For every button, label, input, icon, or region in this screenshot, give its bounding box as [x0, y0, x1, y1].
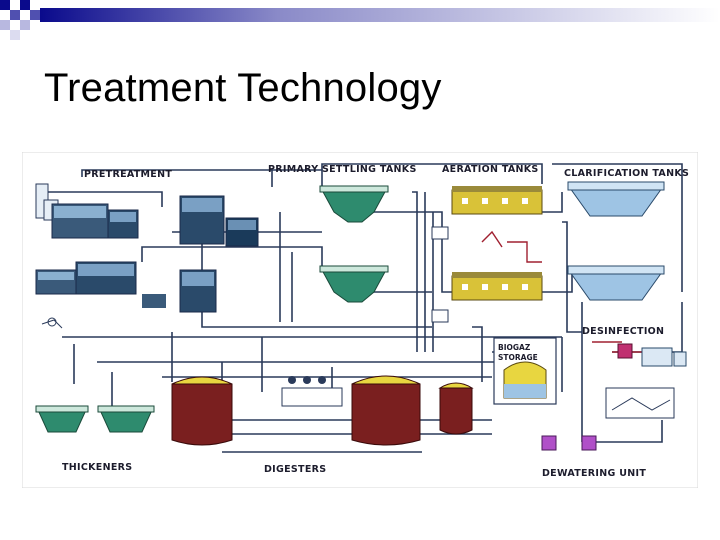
label-aeration-tanks: AERATION TANKS: [442, 164, 539, 175]
header-checker-squares: [0, 0, 40, 40]
aeration-tanks: [431, 186, 543, 323]
pretreatment-units: [35, 183, 259, 329]
label-primary-settling-tanks: PRIMARY SETTLING TANKS: [268, 164, 417, 175]
slide-header-bar: [0, 0, 720, 50]
dewatering-unit: [541, 387, 675, 451]
label-thickeners: THICKENERS: [62, 462, 132, 473]
label-clarification-tanks: CLARIFICATION TANKS: [564, 168, 689, 179]
label-pretreatment: PRETREATMENT: [84, 169, 172, 180]
primary-settling-tanks: [319, 185, 389, 303]
clarification-tanks: [567, 181, 665, 301]
label-biogaz: BIOGAZ: [498, 343, 531, 352]
thickeners: [35, 405, 155, 433]
label-dewatering-unit: DEWATERING UNIT: [542, 468, 646, 479]
slide-title: Treatment Technology: [44, 66, 442, 110]
biogaz-storage: [493, 337, 557, 405]
label-desinfection: DESINFECTION: [582, 326, 664, 337]
label-biogaz-storage: STORAGE: [498, 353, 538, 362]
label-digesters: DIGESTERS: [264, 464, 326, 475]
digesters: [171, 375, 474, 446]
treatment-process-diagram: PRETREATMENT PRIMARY SETTLING TANKS AERA…: [22, 152, 698, 488]
desinfection-unit: [617, 343, 687, 367]
header-gradient-bar: [40, 8, 720, 22]
